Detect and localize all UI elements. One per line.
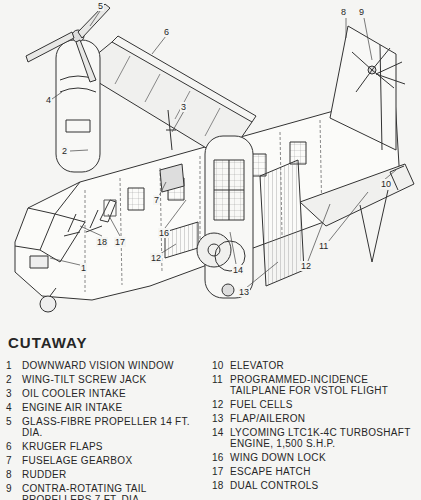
main-wheel-hub — [208, 244, 220, 256]
nose-strut — [50, 288, 56, 296]
diagram-title: CUTAWAY — [8, 334, 88, 351]
legend-text: KRUGER FLAPS — [22, 441, 208, 452]
elevator — [390, 166, 404, 190]
engine-detail — [214, 160, 244, 220]
cockpit-glazing — [15, 182, 85, 262]
callout-number: 13 — [238, 287, 250, 297]
callout-number: 2 — [61, 146, 68, 156]
callout-number: 7 — [153, 195, 160, 205]
legend-text: PROGRAMMED-INCIDENCE TAILPLANE FOR VSTOL… — [230, 374, 416, 396]
escape-hatch — [104, 200, 116, 216]
legend-text: WING DOWN LOCK — [230, 452, 416, 463]
legend-text: CONTRA-ROTATING TAIL PROPELLERS 7 FT. DI… — [22, 483, 208, 500]
legend-number: 13 — [212, 413, 224, 424]
legend-text: ESCAPE HATCH — [230, 466, 416, 477]
rudder — [380, 45, 382, 150]
kruger-flaps — [112, 36, 256, 122]
wing-ribs — [115, 56, 220, 136]
callout-number: 11 — [318, 241, 329, 251]
callout-number: 5 — [97, 1, 104, 11]
ventral-fin — [360, 190, 388, 262]
callout-number: 17 — [114, 237, 126, 247]
legend-text: OIL COOLER INTAKE — [22, 388, 208, 399]
legend-number: 5 — [6, 416, 12, 427]
callout-number: 10 — [380, 179, 392, 189]
vertical-fin — [330, 26, 396, 150]
seat — [100, 200, 116, 222]
downward-vision-window — [30, 256, 48, 268]
callout-number: 8 — [340, 7, 347, 17]
callout-number: 16 — [158, 228, 170, 238]
legend-text: FUSELAGE GEARBOX — [22, 455, 208, 466]
legend-text: LYCOMING LTC1K-4C TURBOSHAFT ENGINE, 1,5… — [230, 427, 416, 449]
tail-propellers — [352, 48, 405, 92]
legend-number: 16 — [212, 452, 224, 463]
callout-number: 9 — [358, 7, 365, 17]
dual-controls — [64, 210, 102, 236]
legend-text: GLASS-FIBRE PROPELLER 14 FT. DIA. — [22, 416, 208, 438]
tailplane — [300, 164, 414, 226]
legend-text: RUDDER — [22, 469, 208, 480]
legend-number: 17 — [212, 466, 224, 477]
callout-number: 18 — [96, 237, 108, 247]
legend-number: 7 — [6, 455, 12, 466]
main-wheel — [197, 233, 231, 267]
legend-number: 9 — [6, 483, 12, 494]
callout-number: 1 — [80, 263, 87, 273]
callout-number: 3 — [180, 102, 187, 112]
fuselage-gearbox — [160, 164, 184, 192]
legend-number: 12 — [212, 399, 224, 410]
legend-number: 6 — [6, 441, 12, 452]
legend-text: ELEVATOR — [230, 360, 416, 371]
right-nacelle — [205, 136, 253, 298]
legend-text: ENGINE AIR INTAKE — [22, 402, 208, 413]
legend-number: 4 — [6, 402, 12, 413]
leader-lines — [50, 11, 396, 288]
legend-text: DOWNWARD VISION WINDOW — [22, 360, 208, 371]
propeller-blades — [26, 4, 110, 82]
legend-text: DUAL CONTROLS — [230, 480, 416, 491]
legend-number: 2 — [6, 374, 12, 385]
legend-number: 18 — [212, 480, 224, 491]
legend-number: 8 — [6, 469, 12, 480]
legend-number: 10 — [212, 360, 224, 371]
legend-text: FLAP/AILERON — [230, 413, 416, 424]
wing-tilt-screw-jack — [166, 110, 176, 150]
callout-number: 14 — [232, 265, 244, 275]
callout-number: 12 — [300, 261, 312, 271]
legend-text: FUEL CELLS — [230, 399, 416, 410]
wing-down-lock — [222, 284, 234, 296]
oil-cooler-intake — [66, 120, 90, 132]
left-nacelle — [56, 40, 100, 172]
turboshaft-engine — [214, 160, 244, 220]
legend-number: 1 — [6, 360, 12, 371]
legend-number: 3 — [6, 388, 12, 399]
flap-aileron — [260, 160, 304, 286]
legend-number: 11 — [212, 374, 223, 385]
legend-number: 14 — [212, 427, 224, 438]
callout-number: 4 — [45, 95, 52, 105]
legend-text: WING-TILT SCREW JACK — [22, 374, 208, 385]
callout-number: 6 — [163, 27, 170, 37]
nose-wheel — [40, 296, 56, 312]
callout-number: 12 — [150, 253, 162, 263]
